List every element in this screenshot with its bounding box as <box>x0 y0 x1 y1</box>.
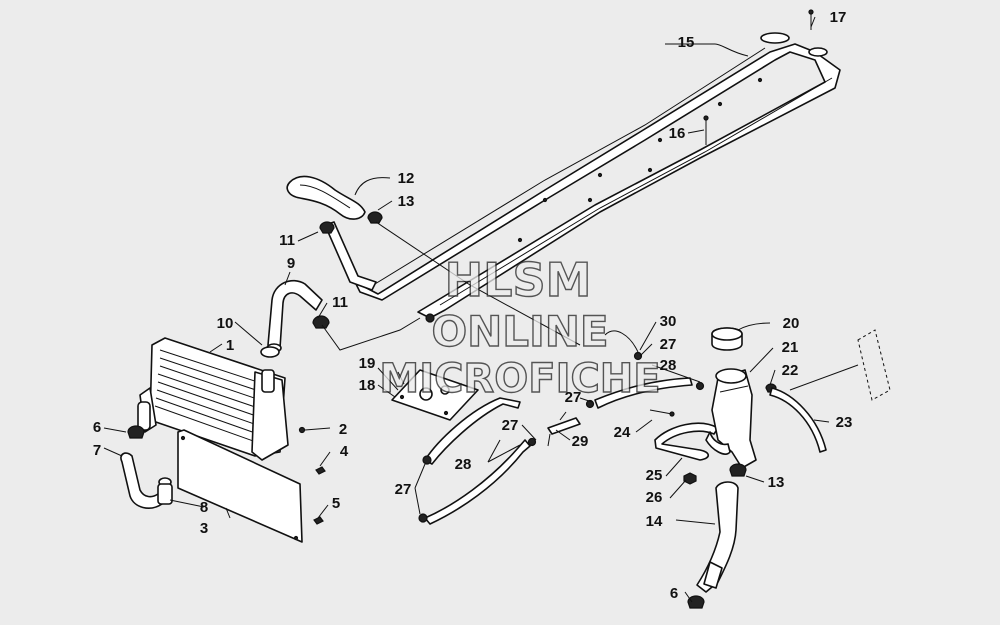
part-12-upper-hose <box>286 175 366 220</box>
callout-5: 5 <box>332 495 340 512</box>
part-9-hose <box>266 279 323 353</box>
callout-18: 18 <box>359 377 376 394</box>
callout-12: 12 <box>398 170 415 187</box>
callout-1: 1 <box>226 337 234 354</box>
callout-9: 9 <box>287 255 295 272</box>
callout-4: 4 <box>340 443 349 460</box>
part-11-clamp-upper <box>319 221 335 234</box>
callout-28-b: 28 <box>455 456 472 473</box>
mounting-bracket-outline <box>857 329 891 401</box>
part-6-clamp-bottom <box>687 595 705 609</box>
part-23-vent-hose <box>769 364 859 453</box>
part-28-overflow-hose-lower <box>424 397 521 465</box>
callout-29: 29 <box>572 433 589 450</box>
part-27-clamp-3 <box>527 437 537 447</box>
callout-3: 3 <box>200 520 208 537</box>
callout-labels: 1 2 3 4 5 6 6 7 8 9 10 11 11 12 13 13 14… <box>93 9 853 602</box>
watermark: HLSM ONLINE MICROFICHE <box>379 252 662 402</box>
part-30-hose <box>604 330 639 353</box>
part-4-fastener <box>315 466 326 475</box>
part-27-clamp-5 <box>633 351 643 361</box>
callout-27-b: 27 <box>565 389 582 406</box>
part-21-coolant-reservoir <box>705 368 757 469</box>
callout-14: 14 <box>646 513 663 530</box>
callout-6-bottom: 6 <box>670 585 678 602</box>
callout-23: 23 <box>836 414 853 431</box>
part-26-nut <box>683 472 697 485</box>
callout-11-lower: 11 <box>332 294 348 311</box>
callout-21: 21 <box>782 339 799 356</box>
part-11-clamp-lower <box>312 315 330 329</box>
part-27-clamp-1 <box>422 455 432 465</box>
callout-27-a: 27 <box>660 336 677 353</box>
callout-10: 10 <box>217 315 234 332</box>
part-18-plate <box>391 369 479 421</box>
callout-19: 19 <box>359 355 376 372</box>
leader-lines <box>103 16 830 603</box>
part-2-bolt <box>298 426 306 434</box>
part-20-reservoir-cap <box>711 327 743 351</box>
part-7-hose <box>120 452 163 509</box>
part-12-pipe <box>324 221 377 291</box>
callout-7: 7 <box>93 442 101 459</box>
callout-17: 17 <box>830 9 847 26</box>
part-27-clamp-6 <box>695 381 705 391</box>
watermark-line-3: MICROFICHE <box>379 356 660 402</box>
part-27-clamp-2 <box>418 513 428 523</box>
callout-2: 2 <box>339 421 347 438</box>
part-24-screw <box>649 409 675 417</box>
callout-15: 15 <box>678 34 695 51</box>
part-28-hose-lower-2 <box>424 439 531 525</box>
part-15-cooling-rail <box>354 32 841 323</box>
guide-line <box>321 221 581 351</box>
part-6-clamp-left <box>127 425 145 439</box>
part-14-lower-hose <box>696 481 739 593</box>
callout-6-left: 6 <box>93 419 101 436</box>
callout-28-a: 28 <box>660 357 677 374</box>
callout-11-upper: 11 <box>279 232 295 249</box>
part-13-clamp-lower <box>729 463 747 477</box>
part-13-clamp-upper <box>367 211 383 224</box>
part-8-fitting <box>157 477 173 505</box>
callout-27-c: 27 <box>502 417 519 434</box>
callout-24: 24 <box>614 424 631 441</box>
callout-20: 20 <box>783 315 800 332</box>
watermark-line-2: ONLINE <box>431 307 608 356</box>
callout-16: 16 <box>669 125 686 142</box>
callout-13-upper: 13 <box>398 193 415 210</box>
part-16-bolt <box>703 115 709 145</box>
callout-30: 30 <box>660 313 677 330</box>
callout-25: 25 <box>646 467 663 484</box>
watermark-line-1: HLSM <box>445 253 592 307</box>
part-3-cover-plate <box>177 429 303 543</box>
callout-26: 26 <box>646 489 663 506</box>
callout-27-d: 27 <box>395 481 412 498</box>
part-25-strap <box>654 422 719 461</box>
callout-13-lower: 13 <box>768 474 785 491</box>
callout-8: 8 <box>200 499 208 516</box>
part-10-clamp <box>260 346 280 358</box>
part-28-overflow-hose-upper <box>594 377 693 409</box>
part-19-screw <box>397 371 405 385</box>
callout-22: 22 <box>782 362 799 379</box>
part-1-heat-exchanger <box>137 337 289 461</box>
